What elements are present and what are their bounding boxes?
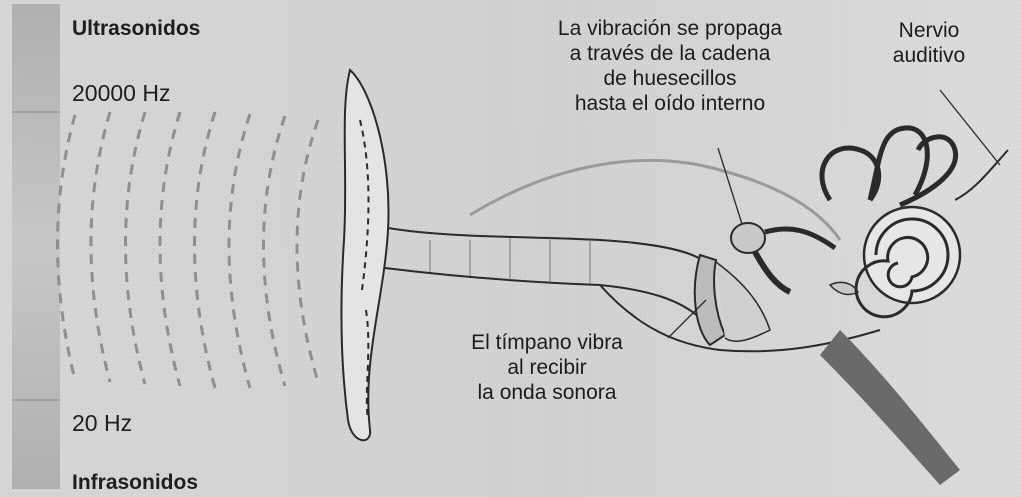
eardrum-callout: El tímpano vibra al recibir la onda sono… xyxy=(432,330,662,405)
callout-line: hasta el oído interno xyxy=(500,91,840,116)
callout-line: al recibir xyxy=(432,355,662,380)
malleus xyxy=(731,223,765,253)
infrasound-label: Infrasonidos xyxy=(72,472,198,493)
nerve-callout: Nervio auditivo xyxy=(864,18,994,68)
low-frequency-label: 20 Hz xyxy=(72,412,132,435)
ultrasound-label: Ultrasonidos xyxy=(72,18,200,39)
callout-line: Nervio xyxy=(864,18,994,43)
high-frequency-label: 20000 Hz xyxy=(72,82,170,105)
callout-line: auditivo xyxy=(864,43,994,68)
cochlea xyxy=(864,207,960,303)
callout-line: de huesecillos xyxy=(500,66,840,91)
callout-line: La vibración se propaga xyxy=(500,16,840,41)
callout-line: El tímpano vibra xyxy=(432,330,662,355)
callout-line: la onda sonora xyxy=(432,380,662,405)
ossicles-callout: La vibración se propaga a través de la c… xyxy=(500,16,840,116)
callout-line: a través de la cadena xyxy=(500,41,840,66)
frequency-scale-bar xyxy=(12,4,60,489)
